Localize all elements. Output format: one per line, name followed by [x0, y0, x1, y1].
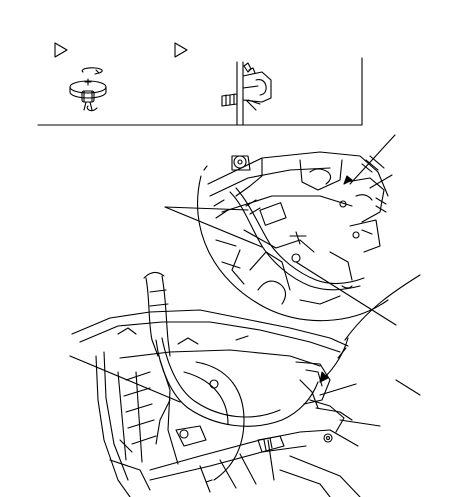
leader-line — [349, 134, 396, 185]
leader-line — [329, 429, 359, 447]
leader-line — [267, 439, 275, 481]
magnified-circle-view — [197, 151, 389, 322]
legend-box-border — [37, 57, 363, 126]
leader-line — [339, 419, 381, 427]
leader-line — [69, 355, 181, 403]
leader-line — [395, 379, 421, 396]
legend-box — [37, 42, 363, 126]
arrow-head-icon — [343, 175, 353, 185]
leader-line — [295, 261, 397, 326]
callout-lines — [69, 134, 421, 481]
triangle-pointer-icon — [54, 42, 68, 58]
leader-line — [344, 274, 421, 341]
harness-clamp-icon — [221, 61, 272, 126]
leader-line — [164, 206, 249, 211]
leader-line — [164, 206, 263, 248]
leader-line — [369, 174, 393, 189]
triangle-pointer-icon — [174, 42, 188, 58]
vehicle-compartment-view — [71, 271, 361, 497]
push-type-clip-icon — [69, 67, 107, 112]
leader-line — [319, 383, 357, 396]
arrow-head-icon — [319, 371, 329, 383]
circle-outline — [197, 175, 389, 322]
